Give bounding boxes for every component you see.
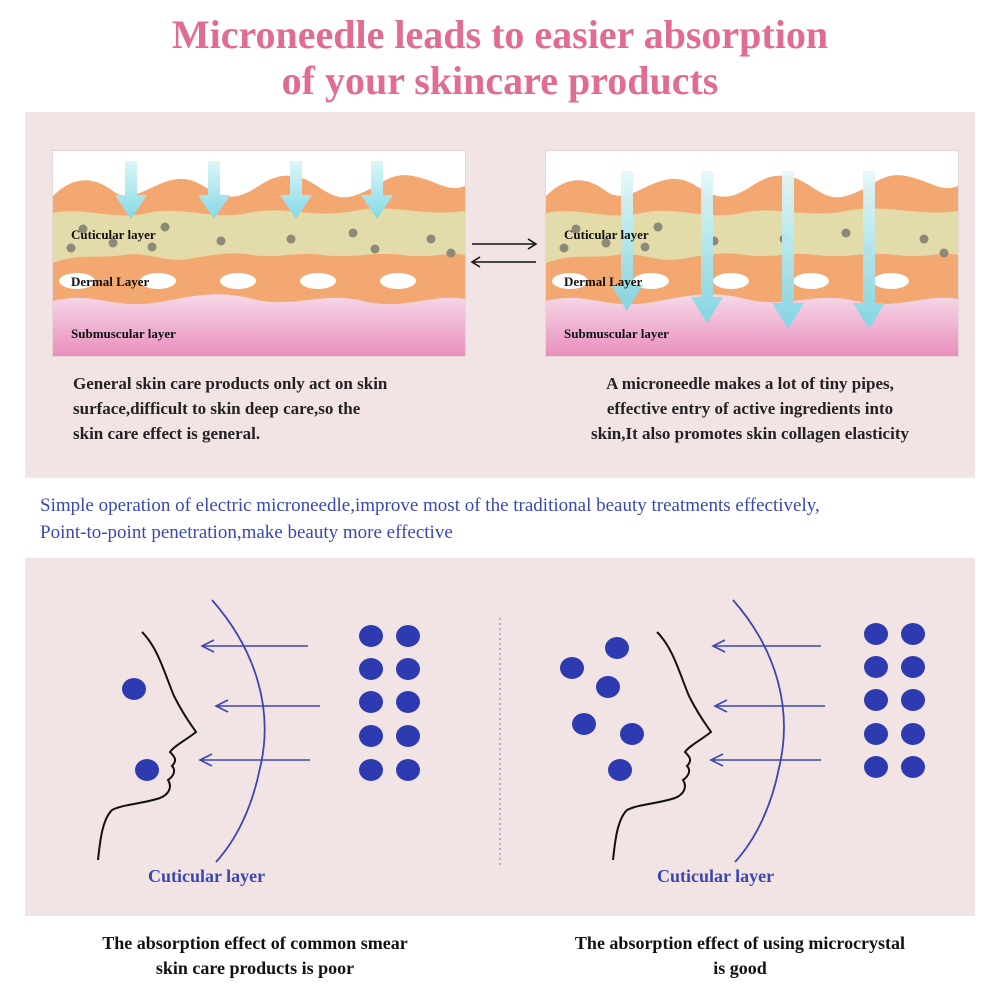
face-diagram-right (560, 599, 925, 863)
operation-note: Simple operation of electric microneedle… (40, 492, 985, 546)
title-line-1: Microneedle leads to easier absorption (171, 12, 829, 57)
face-diagram-left (97, 599, 420, 863)
arrow-icon (198, 639, 320, 767)
title-line-2: of your skincare products (281, 58, 719, 103)
dermal-layer-label: Dermal Layer (564, 274, 643, 289)
bottom-caption-right: The absorption effect of using microcrys… (520, 931, 960, 981)
submuscular-layer-label: Submuscular layer (71, 326, 176, 341)
caption-right-line-3: skin,It also promotes skin collagen elas… (591, 424, 909, 443)
double-arrow-icon (470, 238, 538, 268)
cuticular-layer-label: Cuticular layer (71, 227, 156, 242)
bottom-caption-right-line-1: The absorption effect of using microcrys… (574, 933, 906, 953)
cuticle-curve (732, 599, 785, 863)
cuticle-curve (211, 599, 266, 863)
bottom-caption-left-line-2: skin care products is poor (155, 958, 355, 978)
submuscular-layer-label: Submuscular layer (564, 326, 669, 341)
face-profile (97, 631, 198, 861)
skin-layers-graphic (546, 171, 958, 356)
cuticular-layer-label: Cuticular layer (564, 227, 649, 242)
skin-layers-graphic (53, 161, 465, 356)
bottom-caption-left-line-1: The absorption effect of common smear (102, 933, 408, 953)
operation-note-line-2: Point-to-point penetration,make beauty m… (40, 522, 453, 543)
caption-left-line-1: General skin care products only act on s… (73, 374, 388, 393)
cuticular-layer-label-right: Cuticular layer (657, 866, 775, 886)
caption-left-line-2: surface,difficult to skin deep care,so t… (73, 399, 361, 418)
caption-right: A microneedle makes a lot of tiny pipes,… (540, 371, 960, 446)
dot-cluster (560, 623, 925, 781)
bottom-caption-left: The absorption effect of common smear sk… (45, 931, 465, 981)
divider (499, 618, 501, 868)
skin-diagram-right: Cuticular layer Dermal Layer Submuscular… (545, 150, 959, 357)
caption-left-line-3: skin care effect is general. (73, 424, 261, 443)
caption-right-line-2: effective entry of active ingredients in… (606, 399, 894, 418)
caption-left: General skin care products only act on s… (73, 371, 463, 446)
cuticular-layer-label-left: Cuticular layer (148, 866, 266, 886)
bottom-panel (25, 558, 975, 916)
skin-diagram-left: Cuticular layer Dermal Layer Submuscular… (52, 150, 466, 357)
bottom-caption-right-line-2: is good (713, 958, 767, 978)
dermal-layer-label: Dermal Layer (71, 274, 150, 289)
caption-right-line-1: A microneedle makes a lot of tiny pipes, (606, 374, 894, 393)
arrow-icon (709, 639, 825, 767)
face-profile (612, 631, 713, 861)
page-title: Microneedle leads to easier absorption o… (0, 12, 1000, 104)
dot-cluster (122, 625, 420, 781)
operation-note-line-1: Simple operation of electric microneedle… (40, 495, 820, 516)
